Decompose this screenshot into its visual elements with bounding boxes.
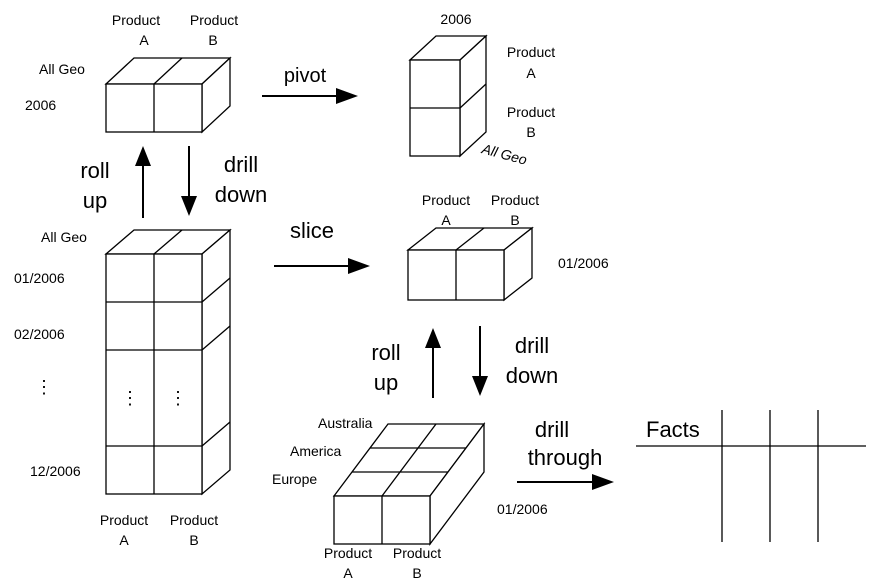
year-label: 2006 <box>25 97 56 113</box>
monthly-product-a-line2: A <box>119 532 129 548</box>
drilldown-left-line1: drill <box>224 152 258 177</box>
monthly-product-b-line2: B <box>189 532 198 548</box>
product-a-label-line2: A <box>139 32 149 48</box>
pivot-arrow <box>262 88 358 104</box>
cube-year-all-geo <box>104 56 232 134</box>
rollup-left-arrow <box>135 146 151 218</box>
facts-header: Facts <box>646 417 700 442</box>
cell-ellipsis-b: ⋮ <box>169 388 187 408</box>
slice-label: slice <box>290 218 334 243</box>
month-row-1: 01/2006 <box>14 270 65 286</box>
pivot-product-a-line1: Product <box>507 44 555 60</box>
region-australia: Australia <box>318 415 373 431</box>
monthly-geo-label: All Geo <box>41 229 87 245</box>
cell-ellipsis-a: ⋮ <box>121 388 139 408</box>
product-a-label-line1: Product <box>112 12 160 28</box>
region-america: America <box>290 443 342 459</box>
slice-product-a-line2: A <box>441 212 451 228</box>
monthly-product-a-line1: Product <box>100 512 148 528</box>
pivot-label: pivot <box>284 65 327 87</box>
month-row-2: 02/2006 <box>14 326 65 342</box>
drilldown-right-line1: drill <box>515 333 549 358</box>
slice-product-b-line1: Product <box>491 192 539 208</box>
geo-month-label: 01/2006 <box>497 501 548 517</box>
geo-product-a-line1: Product <box>324 545 372 561</box>
pivot-product-b-line1: Product <box>507 104 555 120</box>
drilldown-left-arrow <box>181 146 197 216</box>
pivot-geo-label: All Geo <box>479 140 529 168</box>
rollup-left-line2: up <box>83 188 107 213</box>
drilldown-left-line2: down <box>215 182 268 207</box>
pivot-product-a-line2: A <box>526 65 536 81</box>
drilldown-right-line2: down <box>506 363 559 388</box>
drillthrough-line1: drill <box>535 417 569 442</box>
drillthrough-arrow <box>517 474 614 490</box>
pivot-year-label: 2006 <box>440 11 471 27</box>
facts-table <box>636 410 866 542</box>
month-row-last: 12/2006 <box>30 463 81 479</box>
rollup-left-line1: roll <box>80 158 109 183</box>
cube-pivoted <box>408 34 488 158</box>
cube-slice <box>406 226 534 302</box>
geo-product-b-line1: Product <box>393 545 441 561</box>
geo-product-a-line2: A <box>343 565 353 581</box>
product-b-label-line2: B <box>208 32 217 48</box>
slice-product-b-line2: B <box>510 212 519 228</box>
slice-arrow <box>274 258 370 274</box>
rollup-right-arrow <box>425 328 441 398</box>
rollup-right-line1: roll <box>371 340 400 365</box>
month-row-ellipsis: ⋮ <box>35 377 53 397</box>
rollup-right-line2: up <box>374 370 398 395</box>
product-b-label-line1: Product <box>190 12 238 28</box>
pivot-product-b-line2: B <box>526 124 535 140</box>
slice-month-label: 01/2006 <box>558 255 609 271</box>
cube-monthly <box>104 228 232 496</box>
slice-product-a-line1: Product <box>422 192 470 208</box>
monthly-product-b-line1: Product <box>170 512 218 528</box>
region-europe: Europe <box>272 471 317 487</box>
cube-geography <box>332 422 486 546</box>
drilldown-right-arrow <box>472 326 488 396</box>
geo-label: All Geo <box>39 61 85 77</box>
drillthrough-line2: through <box>528 445 603 470</box>
geo-product-b-line2: B <box>412 565 421 581</box>
